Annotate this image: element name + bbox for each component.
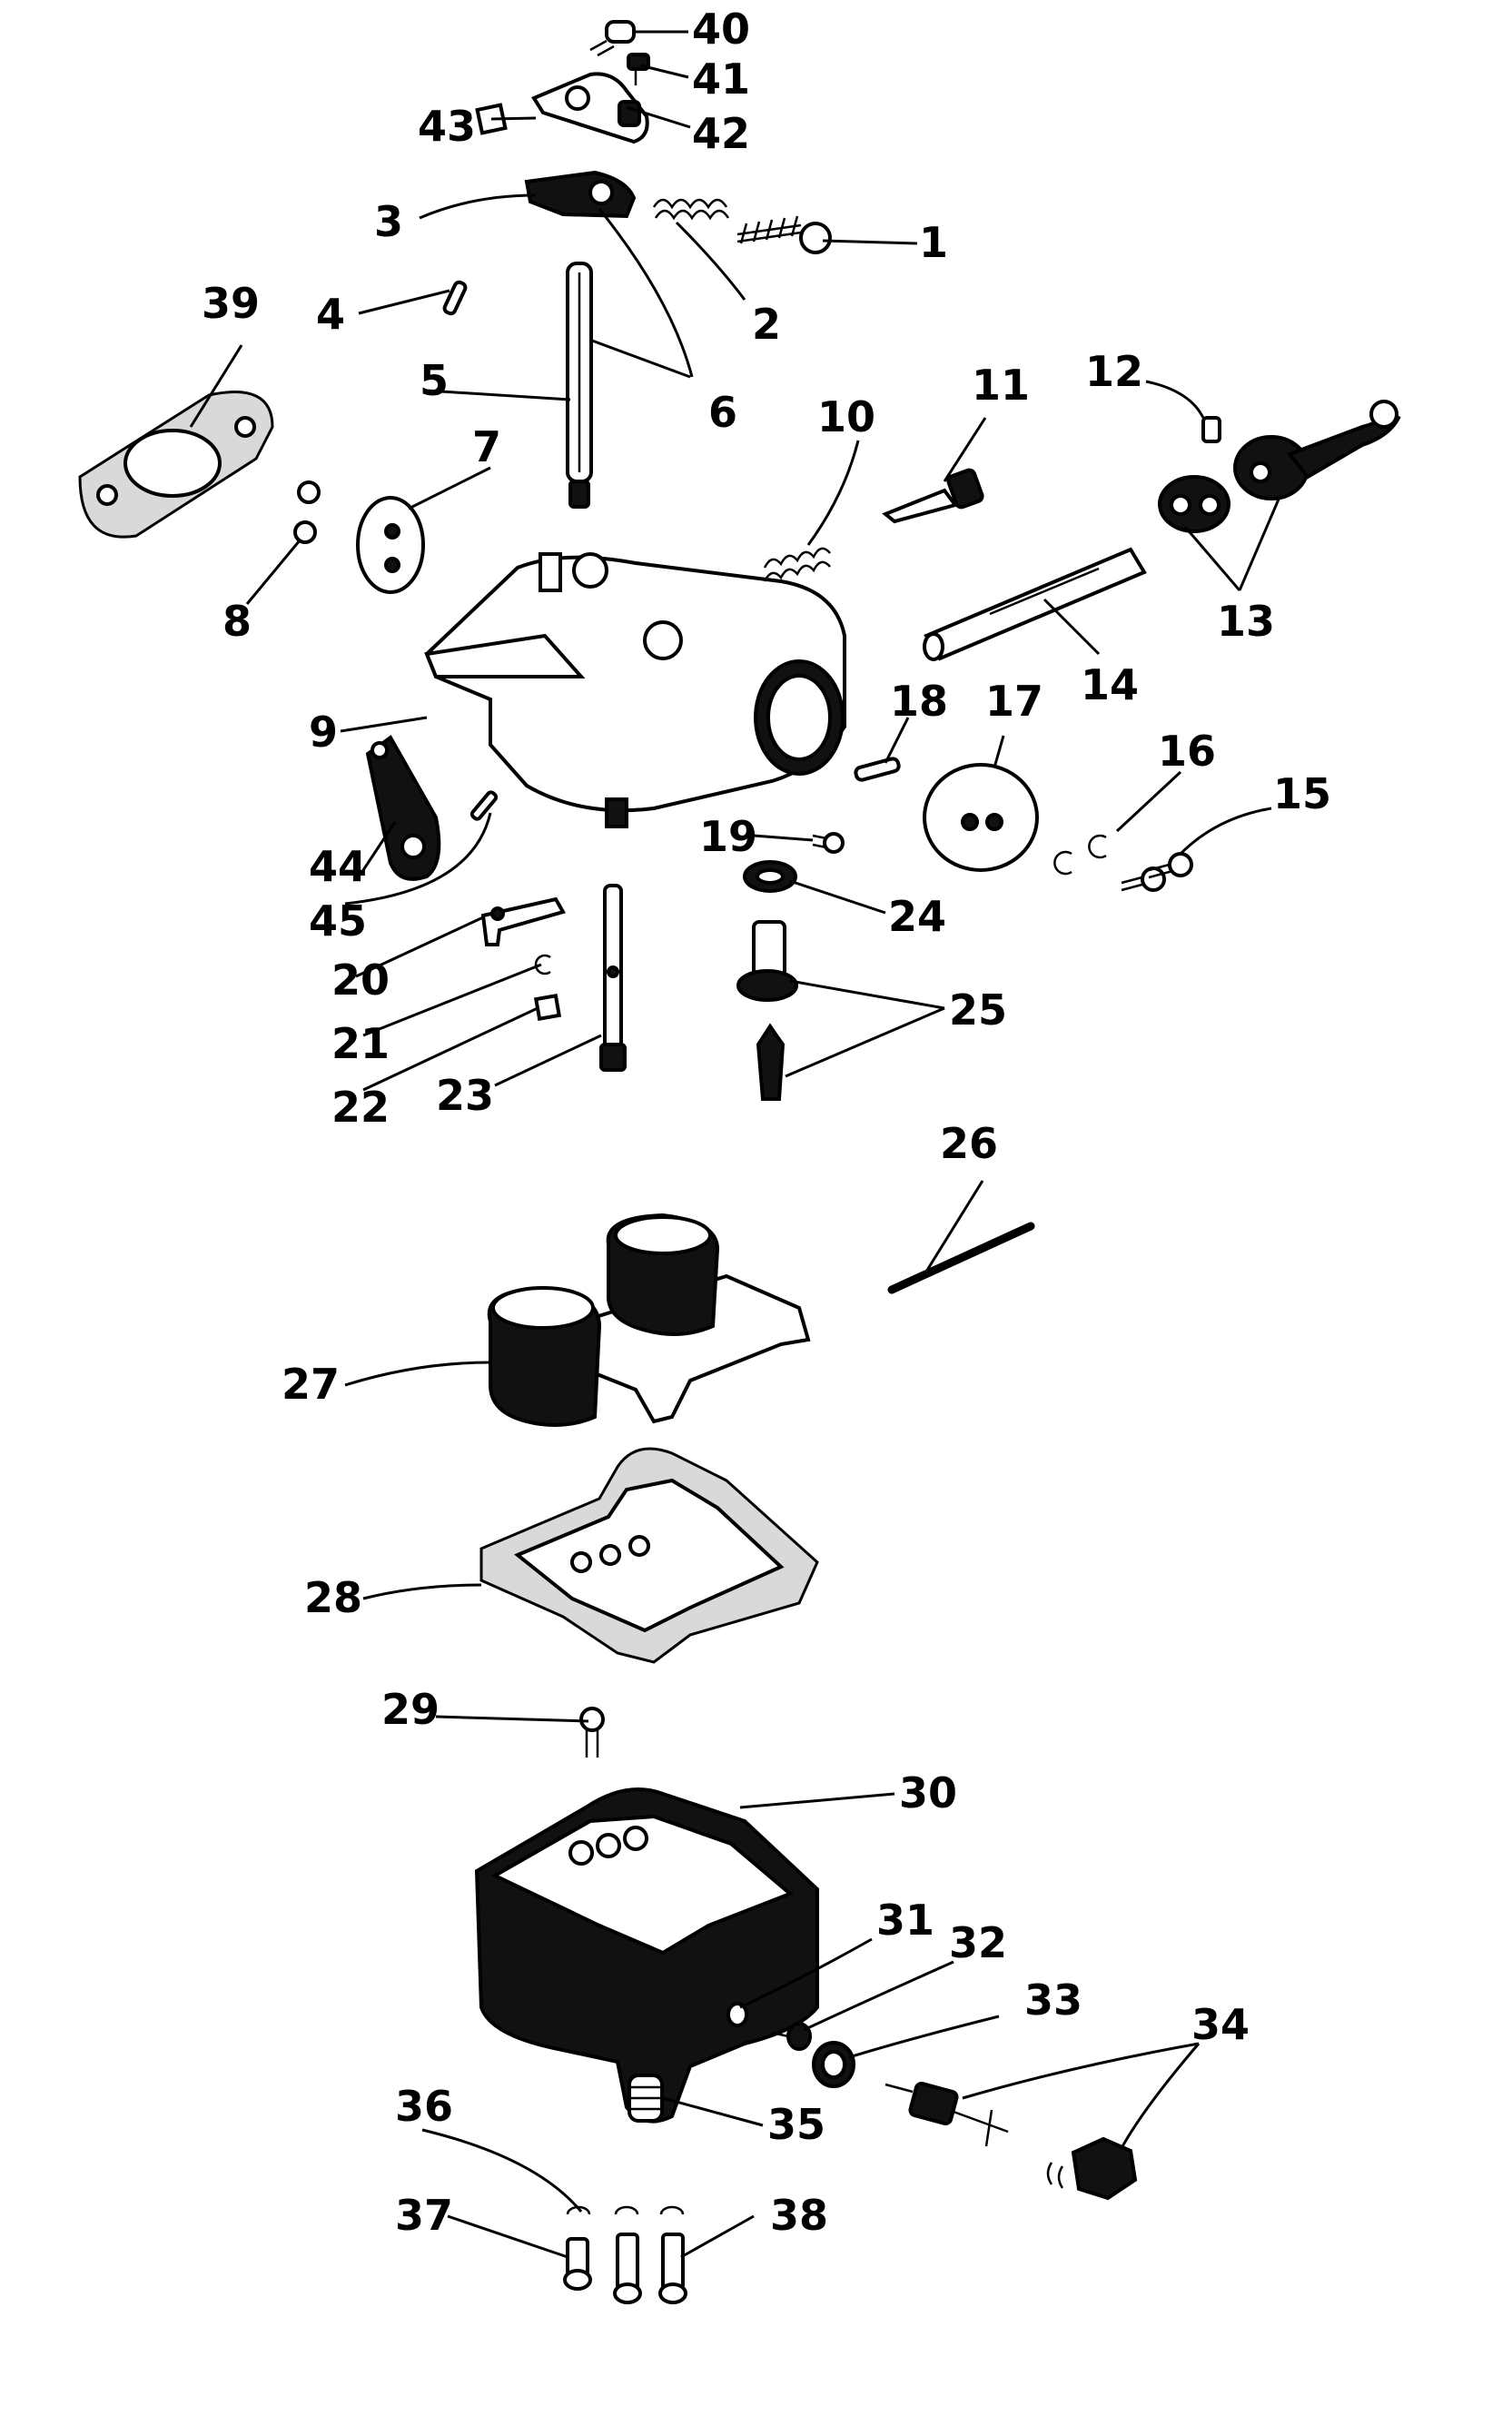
part-5-throttle-shaft	[566, 262, 593, 509]
part-20-float-lever	[480, 896, 567, 946]
part-31-washer	[726, 2002, 748, 2027]
callout-18: 18	[890, 677, 948, 726]
part-26-float-pin	[887, 1222, 1035, 1294]
part-9-carburetor-body	[424, 552, 846, 828]
callout-5: 5	[420, 356, 449, 405]
callout-14: 14	[1081, 660, 1139, 709]
callout-1: 1	[919, 218, 948, 267]
part-10-spring	[763, 547, 831, 582]
part-33-gasket	[812, 2041, 855, 2088]
part-27-float	[487, 1213, 811, 1427]
callout-42: 42	[692, 109, 750, 158]
part-44-throttle-arm	[365, 735, 441, 881]
part-8-screws	[293, 480, 321, 544]
callout-13: 13	[1217, 597, 1275, 646]
callout-20: 20	[331, 956, 390, 1005]
callout-3: 3	[374, 197, 403, 246]
callout-9: 9	[309, 708, 338, 757]
callout-11: 11	[972, 361, 1030, 410]
callout-28: 28	[304, 1573, 362, 1622]
part-21-clip	[534, 954, 551, 975]
part-12-screw	[1201, 416, 1221, 443]
callout-16: 16	[1158, 727, 1216, 776]
callout-6: 6	[708, 388, 737, 437]
part-25-needle	[756, 1023, 786, 1101]
callout-44: 44	[309, 842, 367, 891]
part-35-spring	[628, 2074, 664, 2123]
callout-31: 31	[876, 1896, 934, 1945]
part-29-screw	[579, 1707, 605, 1758]
callout-25: 25	[949, 985, 1007, 1035]
callout-26: 26	[940, 1119, 998, 1168]
callout-22: 22	[331, 1083, 390, 1132]
callout-30: 30	[899, 1768, 957, 1817]
callout-40: 40	[692, 5, 750, 54]
part-22-nut	[533, 993, 562, 1022]
part-17-choke-plate	[923, 763, 1039, 872]
callout-37: 37	[395, 2191, 453, 2240]
part-25-needle-seat	[736, 920, 798, 1002]
callout-21: 21	[331, 1019, 390, 1068]
callout-32: 32	[949, 1918, 1007, 1967]
part-1-screw	[736, 215, 832, 254]
callout-19: 19	[699, 812, 757, 861]
callout-12: 12	[1085, 347, 1143, 396]
part-23-nozzle	[599, 884, 627, 1072]
callout-2: 2	[752, 300, 781, 349]
callout-29: 29	[381, 1685, 440, 1734]
callout-39: 39	[202, 279, 260, 328]
part-30-float-bowl	[474, 1787, 819, 2124]
part-36-clips	[566, 2205, 685, 2215]
part-14-choke-shaft	[923, 547, 1147, 661]
part-40-screw	[589, 20, 636, 57]
callout-17: 17	[985, 677, 1043, 726]
callout-34: 34	[1191, 2000, 1250, 2049]
part-42-lever	[531, 72, 649, 144]
callout-33: 33	[1024, 1975, 1082, 2025]
callout-23: 23	[436, 1071, 494, 1120]
callout-35: 35	[767, 2100, 825, 2149]
part-39-flange-gasket	[78, 391, 274, 539]
callout-15: 15	[1273, 769, 1331, 818]
callout-10: 10	[817, 392, 875, 441]
part-24-washer	[743, 860, 797, 893]
part-37-38-screws	[563, 2233, 687, 2304]
part-7-throttle-plate	[356, 496, 425, 594]
leader-lines	[189, 30, 1282, 2259]
callout-27: 27	[282, 1360, 340, 1409]
callout-labels: 1 2 3 4 5 6 7 8 9 10 11 12 13 14 15 16 1…	[202, 5, 1331, 2240]
callout-4: 4	[316, 290, 345, 339]
part-13-choke-lever	[1158, 400, 1401, 533]
part-34-plug	[1046, 2136, 1138, 2201]
callout-36: 36	[395, 2082, 453, 2131]
callout-7: 7	[472, 422, 501, 471]
part-45-pin	[469, 790, 499, 821]
callout-41: 41	[692, 54, 750, 104]
callout-24: 24	[888, 892, 946, 941]
part-41-screw	[627, 53, 650, 85]
callout-43: 43	[418, 102, 476, 151]
part-18-pin	[854, 757, 901, 782]
callout-38: 38	[770, 2191, 828, 2240]
callout-45: 45	[309, 896, 367, 946]
part-15-screws	[1121, 852, 1193, 892]
callout-8: 8	[222, 597, 252, 646]
part-34-main-jet	[884, 2082, 1009, 2147]
part-4-pin	[442, 280, 468, 316]
part-28-bowl-gasket	[479, 1447, 819, 1664]
part-19-screw	[812, 832, 845, 854]
part-3-throttle-lever	[524, 170, 637, 219]
part-2-spring	[652, 198, 730, 221]
part-11-idle-needle	[882, 468, 984, 524]
part-16-clips	[1053, 834, 1107, 876]
